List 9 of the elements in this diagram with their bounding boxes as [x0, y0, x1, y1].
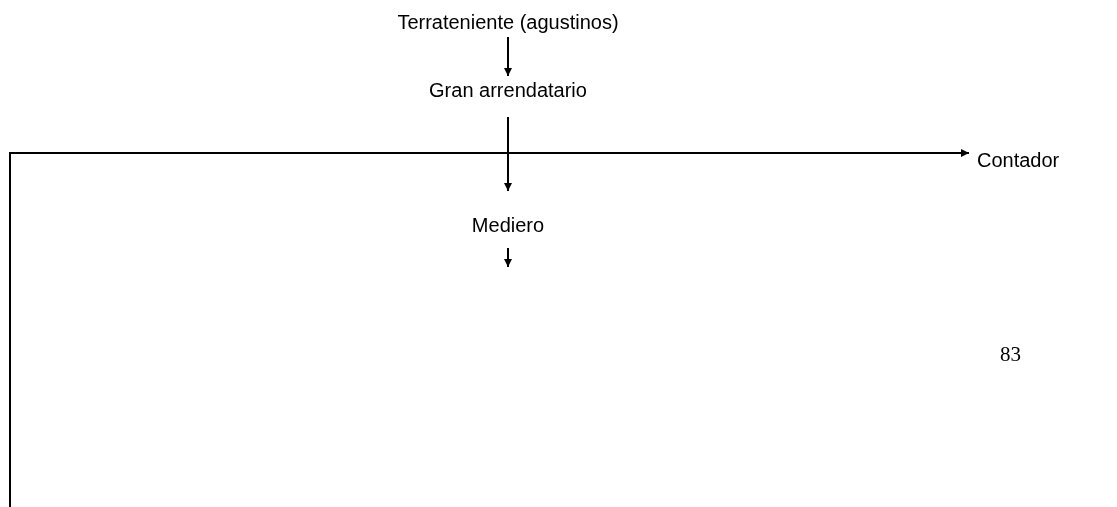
arrow	[504, 247, 512, 268]
page-number: 83	[1000, 342, 1021, 367]
node-text: Gran arrendatario	[429, 78, 587, 102]
node-text: Mediero	[471, 213, 545, 237]
arrow	[504, 36, 512, 77]
arrow	[9, 149, 970, 507]
node-text: Contador	[977, 148, 1060, 172]
arrow	[504, 116, 512, 192]
node-text: Terrateniente (agustinos)	[397, 10, 619, 34]
